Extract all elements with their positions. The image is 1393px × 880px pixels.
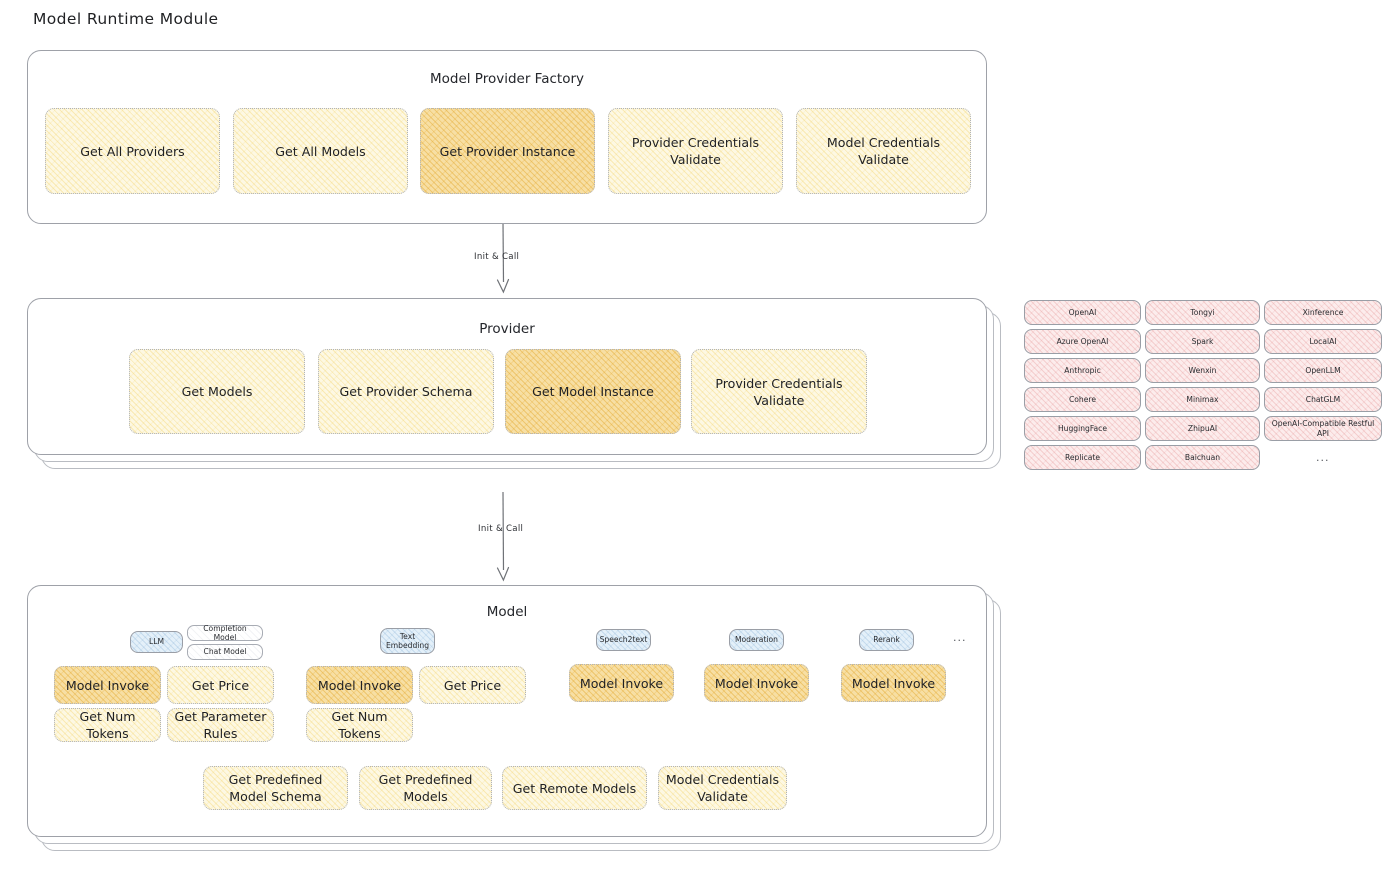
card-surface: Model Provider Factory Get All Providers…	[27, 50, 987, 224]
section-title-model: Model	[486, 604, 528, 620]
provider-section: Provider Get Models Get Provider Schema …	[27, 298, 1001, 469]
model-type-chip-moderation[interactable]: Moderation	[729, 629, 784, 651]
node-moderation-model-invoke[interactable]: Model Invoke	[704, 664, 809, 702]
provider-chip-minimax[interactable]: Minimax	[1145, 387, 1260, 412]
connector-label-init-and-call-1: Init & Call	[474, 252, 520, 262]
node-get-all-providers[interactable]: Get All Providers	[45, 108, 220, 194]
provider-chip-xinference[interactable]: Xinference	[1264, 300, 1382, 325]
node-get-model-instance[interactable]: Get Model Instance	[505, 349, 681, 434]
node-provider-credentials-validate[interactable]: Provider Credentials Validate	[608, 108, 783, 194]
node-model-credentials-validate[interactable]: Model Credentials Validate	[658, 766, 787, 810]
node-text-embedding-get-price[interactable]: Get Price	[419, 666, 526, 704]
node-get-all-models[interactable]: Get All Models	[233, 108, 408, 194]
provider-chip-zhipuai[interactable]: ZhipuAI	[1145, 416, 1260, 441]
node-get-provider-schema[interactable]: Get Provider Schema	[318, 349, 494, 434]
node-text-embedding-model-invoke[interactable]: Model Invoke	[306, 666, 413, 704]
provider-chip-cohere[interactable]: Cohere	[1024, 387, 1141, 412]
arrow-icon	[496, 491, 510, 582]
model-types-more: ...	[953, 631, 967, 644]
node-provider-credentials-validate[interactable]: Provider Credentials Validate	[691, 349, 867, 434]
connector-factory-to-provider	[483, 221, 523, 298]
node-text-embedding-get-num-tokens[interactable]: Get Num Tokens	[306, 708, 413, 742]
node-speech2text-model-invoke[interactable]: Model Invoke	[569, 664, 674, 702]
section-title-provider: Provider	[479, 321, 535, 337]
section-title-model-provider-factory: Model Provider Factory	[429, 71, 584, 87]
provider-chip-openllm[interactable]: OpenLLM	[1264, 358, 1382, 383]
model-type-chip-speech2text[interactable]: Speech2text	[596, 629, 651, 651]
node-get-models[interactable]: Get Models	[129, 349, 305, 434]
node-llm-get-price[interactable]: Get Price	[167, 666, 274, 704]
node-model-credentials-validate[interactable]: Model Credentials Validate	[796, 108, 971, 194]
provider-chip-wenxin[interactable]: Wenxin	[1145, 358, 1260, 383]
model-type-chip-rerank[interactable]: Rerank	[859, 629, 914, 651]
provider-list-more: ...	[1316, 451, 1330, 464]
provider-chip-azure-openai[interactable]: Azure OpenAI	[1024, 329, 1141, 354]
connector-provider-to-model	[483, 491, 523, 586]
model-type-sub-chip-chat-model[interactable]: Chat Model	[187, 644, 263, 660]
provider-chip-replicate[interactable]: Replicate	[1024, 445, 1141, 470]
node-rerank-model-invoke[interactable]: Model Invoke	[841, 664, 946, 702]
provider-chip-localai[interactable]: LocalAI	[1264, 329, 1382, 354]
page-title: Model Runtime Module	[33, 10, 219, 28]
node-llm-model-invoke[interactable]: Model Invoke	[54, 666, 161, 704]
provider-list: OpenAI Azure OpenAI Anthropic Cohere Hug…	[1024, 300, 1384, 478]
provider-chip-spark[interactable]: Spark	[1145, 329, 1260, 354]
node-get-predefined-models[interactable]: Get Predefined Models	[359, 766, 492, 810]
card-surface: Model LLM Completion Model Chat Model Mo…	[27, 585, 987, 837]
model-section: Model LLM Completion Model Chat Model Mo…	[27, 585, 1001, 851]
provider-chip-openai-compatible-restful-api[interactable]: OpenAI-Compatible Restful API	[1264, 416, 1382, 441]
node-get-remote-models[interactable]: Get Remote Models	[502, 766, 647, 810]
provider-chip-chatglm[interactable]: ChatGLM	[1264, 387, 1382, 412]
model-type-chip-llm[interactable]: LLM	[130, 631, 183, 653]
connector-label-init-and-call-2: Init & Call	[478, 524, 524, 534]
provider-chip-openai[interactable]: OpenAI	[1024, 300, 1141, 325]
provider-chip-baichuan[interactable]: Baichuan	[1145, 445, 1260, 470]
node-get-provider-instance[interactable]: Get Provider Instance	[420, 108, 595, 194]
arrow-icon	[496, 221, 510, 294]
model-type-chip-text-embedding[interactable]: Text Embedding	[380, 628, 435, 654]
provider-chip-huggingface[interactable]: HuggingFace	[1024, 416, 1141, 441]
node-llm-get-num-tokens[interactable]: Get Num Tokens	[54, 708, 161, 742]
provider-chip-anthropic[interactable]: Anthropic	[1024, 358, 1141, 383]
node-get-predefined-model-schema[interactable]: Get Predefined Model Schema	[203, 766, 348, 810]
node-llm-get-parameter-rules[interactable]: Get Parameter Rules	[167, 708, 274, 742]
model-type-sub-chip-completion-model[interactable]: Completion Model	[187, 624, 263, 642]
model-provider-factory-section: Model Provider Factory Get All Providers…	[27, 50, 987, 224]
card-surface: Provider Get Models Get Provider Schema …	[27, 298, 987, 455]
provider-chip-tongyi[interactable]: Tongyi	[1145, 300, 1260, 325]
